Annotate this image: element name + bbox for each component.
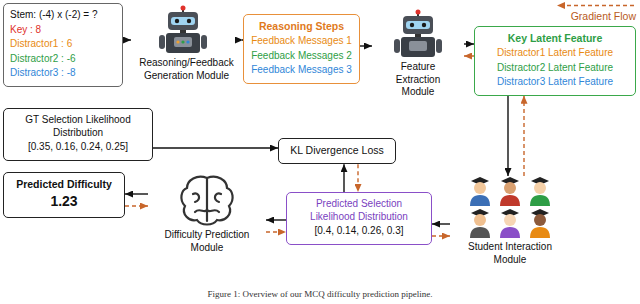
node-text: Distractor2 : -6	[10, 53, 116, 66]
node-text: Feedback Messages 3	[250, 64, 353, 77]
flow-arrow	[153, 147, 278, 148]
prediction-module: Difficulty Prediction Module	[148, 172, 266, 260]
gradient-arrow	[266, 231, 286, 232]
node-label: Predicted Difficulty	[10, 178, 118, 191]
loss-box: KL Divergence Loss	[278, 138, 396, 164]
node-label: Predicted Selection Likelihood Distribut…	[293, 198, 425, 223]
node-label: Difficulty Prediction Module	[154, 229, 260, 254]
gradient-arrow	[464, 55, 474, 56]
flow-arrow	[123, 39, 131, 40]
legend-label: Gradient Flow	[571, 10, 636, 23]
gradient-arrow	[125, 205, 148, 206]
interaction-module: Student Interaction Module	[450, 176, 570, 272]
latent-feature-box: Key Latent FeatureDistractor1 Latent Fea…	[474, 26, 636, 96]
node-label: Stem: (-4) x (-2) = ?	[10, 9, 116, 22]
generation-module: Reasoning/Feedback Generation Module	[131, 4, 242, 88]
figure-caption: Figure 1: Overview of our MCQ difficulty…	[0, 289, 640, 299]
flow-arrow	[507, 96, 508, 176]
robot-icon	[159, 6, 207, 54]
brain-icon	[181, 177, 232, 225]
node-label: Reasoning Steps	[250, 20, 353, 33]
distribution-box: Predicted Selection Likelihood Distribut…	[286, 192, 432, 245]
legend-arrowhead	[557, 2, 565, 9]
node-label: Student Interaction Module	[456, 241, 564, 266]
flow-arrow	[343, 164, 344, 192]
reasoning-box: Reasoning StepsFeedback Messages 1 Feedba…	[243, 14, 360, 84]
node-text: Feedback Messages 2	[250, 50, 353, 63]
node-text: 1.23	[10, 193, 118, 211]
legend-line	[564, 5, 634, 6]
flow-arrow	[464, 43, 474, 44]
legend: Gradient Flow	[548, 1, 636, 23]
node-text: Distractor1 Latent Feature	[481, 47, 629, 60]
node-text: Distractor3 Latent Feature	[481, 76, 629, 89]
node-text: Distractor2 Latent Feature	[481, 62, 629, 75]
node-text: Key : 8	[10, 24, 116, 37]
gradient-arrow	[357, 164, 358, 192]
node-text: [0.35, 0.16, 0.24, 0.25]	[10, 141, 146, 154]
gradient-arrow	[432, 235, 450, 236]
node-text: Distractor1 : 6	[10, 38, 116, 51]
legend-sample	[556, 1, 636, 10]
node-label: Key Latent Feature	[481, 32, 629, 45]
node-label: Feature Extraction Module	[378, 61, 458, 99]
result-box: Predicted Difficulty 1.23	[3, 172, 125, 218]
robot-icon	[394, 10, 442, 58]
students-icon	[470, 177, 550, 238]
node-label: Reasoning/Feedback Generation Module	[137, 57, 236, 82]
flow-arrow	[125, 193, 148, 194]
node-text: Distractor3 : -8	[10, 67, 116, 80]
node-text: Feedback Messages 1	[250, 35, 353, 48]
node-text: [0.4, 0.14, 0.26, 0.3]	[293, 225, 425, 238]
node-label: KL Divergence Loss	[285, 144, 389, 157]
flow-arrow	[266, 219, 286, 220]
extraction-module: Feature Extraction Module	[372, 8, 464, 105]
connector-group	[123, 40, 524, 236]
gradient-arrow	[523, 96, 524, 176]
distribution-box: GT Selection Likelihood Distribution [0.3…	[3, 108, 153, 161]
node-label: GT Selection Likelihood Distribution	[10, 114, 146, 139]
flow-arrow	[360, 45, 372, 46]
legend-entry: Gradient Flow	[556, 1, 636, 23]
question-box: Stem: (-4) x (-2) = ? Key : 8Distractor1 …	[3, 3, 123, 87]
flow-arrow	[432, 223, 450, 224]
